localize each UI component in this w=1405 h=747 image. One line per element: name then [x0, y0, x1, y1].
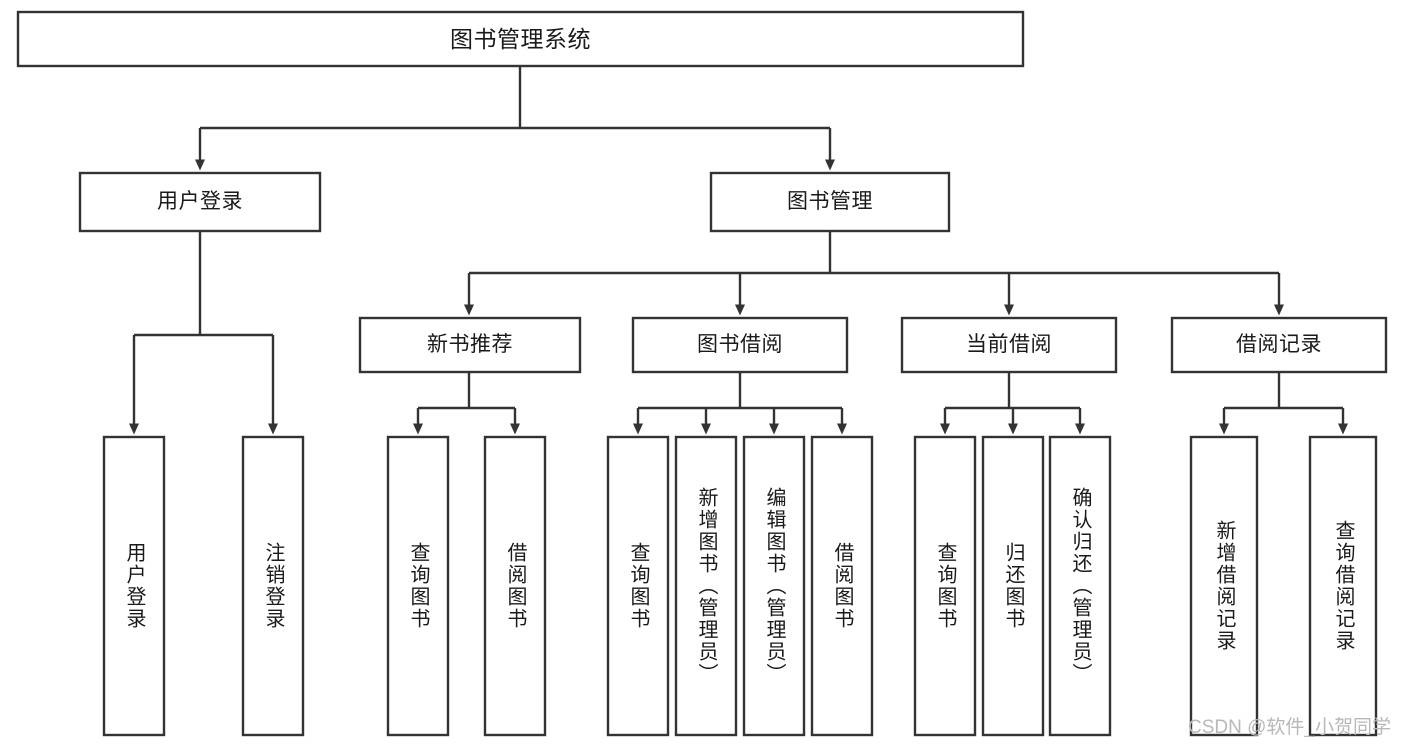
box-leaf-borrow-book-2[interactable]: [810, 435, 874, 737]
box-leaf-user-login[interactable]: [102, 435, 166, 737]
box-leaf-add-book[interactable]: [674, 435, 738, 737]
box-leaf-return-book[interactable]: [981, 435, 1045, 737]
box-leaf-user-logout[interactable]: [241, 435, 305, 737]
box-leaf-add-record[interactable]: [1189, 435, 1259, 737]
box-leaf-edit-book[interactable]: [742, 435, 806, 737]
box-leaf-query-book-1[interactable]: [386, 435, 450, 737]
box-user-login[interactable]: [78, 171, 322, 233]
watermark-text: CSDN @软件_小贺同学: [1188, 717, 1391, 738]
box-book-manage[interactable]: [709, 171, 951, 233]
box-leaf-query-book-3[interactable]: [913, 435, 977, 737]
box-leaf-confirm-return[interactable]: [1048, 435, 1112, 737]
box-leaf-borrow-book-1[interactable]: [483, 435, 547, 737]
box-current-borrow[interactable]: [900, 316, 1118, 374]
box-root[interactable]: [16, 10, 1025, 68]
box-borrow-record[interactable]: [1170, 316, 1388, 374]
box-leaf-query-book-2[interactable]: [606, 435, 670, 737]
box-leaf-query-record[interactable]: [1308, 435, 1378, 737]
box-new-book-recommend[interactable]: [358, 316, 582, 374]
box-book-borrow[interactable]: [631, 316, 849, 374]
